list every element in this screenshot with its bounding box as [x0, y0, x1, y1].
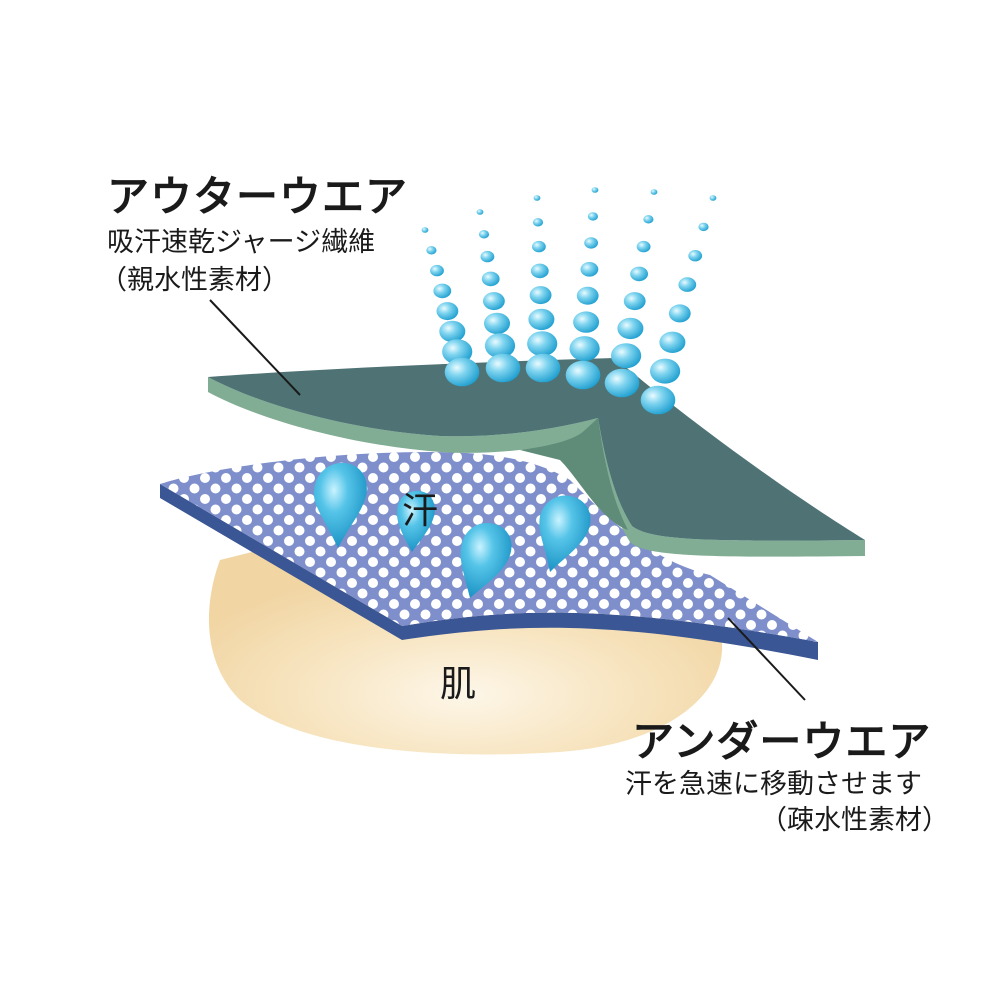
- vapor-bubble-icon: [659, 331, 686, 353]
- vapor-bubble-icon: [630, 266, 648, 282]
- vapor-bubble-icon: [484, 333, 516, 359]
- vapor-bubble-icon: [604, 368, 640, 398]
- vapor-bubble-icon: [650, 189, 658, 195]
- vapor-bubble-icon: [481, 271, 500, 287]
- evaporation-bubbles: [421, 187, 717, 415]
- vapor-bubble-icon: [709, 195, 717, 201]
- vapor-bubble-icon: [650, 358, 681, 384]
- underwear-leader-line: [727, 617, 806, 701]
- vapor-bubble-icon: [421, 227, 429, 233]
- vapor-bubble-icon: [478, 230, 490, 239]
- vapor-bubble-icon: [430, 264, 444, 277]
- vapor-bubble-icon: [617, 317, 644, 340]
- vapor-bubble-icon: [426, 246, 437, 255]
- vapor-bubble-icon: [576, 286, 599, 305]
- sweat-droplet-icon: [396, 490, 435, 552]
- vapor-bubble-icon: [525, 353, 561, 383]
- underwear-title: アンダーウエア: [632, 717, 932, 766]
- vapor-bubble-icon: [668, 304, 691, 323]
- vapor-bubble-icon: [530, 263, 549, 279]
- skin-label: 肌: [440, 664, 477, 705]
- vapor-bubble-icon: [483, 292, 505, 311]
- vapor-bubble-icon: [529, 286, 552, 305]
- vapor-bubble-icon: [527, 331, 558, 357]
- underwear-material: （疎水性素材）: [760, 805, 949, 836]
- vapor-bubble-icon: [444, 357, 480, 387]
- outerwear-layer: [208, 358, 865, 541]
- vapor-bubble-icon: [573, 311, 600, 333]
- vapor-bubble-icon: [565, 360, 601, 390]
- vapor-bubble-icon: [476, 209, 484, 215]
- vapor-bubble-icon: [580, 262, 599, 277]
- vapor-bubble-icon: [643, 215, 654, 224]
- outerwear-leader-line: [209, 299, 301, 396]
- outerwear-material: （親水性素材）: [100, 265, 289, 296]
- underwear-description: 汗を急速に移動させます: [625, 769, 922, 800]
- vapor-bubble-icon: [532, 240, 546, 253]
- vapor-bubble-icon: [433, 283, 452, 299]
- vapor-bubble-icon: [528, 308, 555, 331]
- outerwear-description: 吸汗速乾ジャージ繊維: [107, 227, 376, 258]
- vapor-bubble-icon: [439, 320, 466, 343]
- vapor-bubble-icon: [532, 218, 544, 227]
- sweat-label: 汗: [402, 491, 439, 532]
- sweat-droplet-icon: [313, 462, 367, 548]
- outerwear-title: アウターウエア: [107, 172, 409, 221]
- outerwear-fold: [520, 418, 628, 530]
- vapor-bubble-icon: [640, 385, 676, 415]
- vapor-bubble-icon: [636, 240, 651, 253]
- vapor-bubble-icon: [611, 343, 642, 369]
- vapor-bubble-icon: [698, 222, 709, 232]
- vapor-bubble-icon: [623, 292, 646, 311]
- vapor-bubble-icon: [591, 187, 599, 193]
- vapor-bubble-icon: [436, 302, 459, 321]
- vapor-bubble-icon: [584, 237, 598, 249]
- sweat-droplets: [313, 462, 591, 598]
- vapor-bubble-icon: [533, 195, 541, 201]
- sweat-droplet-icon: [460, 522, 512, 598]
- vapor-bubble-icon: [587, 212, 599, 221]
- vapor-bubble-icon: [485, 353, 521, 383]
- vapor-bubble-icon: [484, 312, 510, 335]
- vapor-bubble-icon: [480, 250, 495, 263]
- vapor-bubble-icon: [688, 250, 703, 262]
- vapor-bubble-icon: [569, 336, 600, 362]
- vapor-bubble-icon: [678, 277, 697, 292]
- sweat-droplet-icon: [539, 495, 591, 572]
